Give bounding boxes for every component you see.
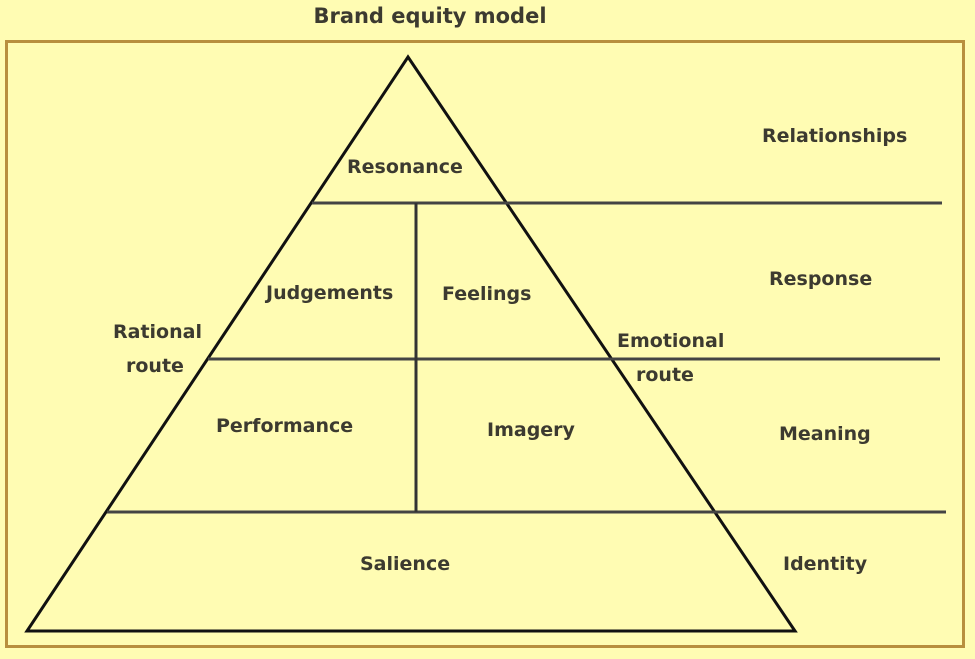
diagram-frame [5, 40, 965, 648]
level-relationships: Relationships [762, 125, 908, 147]
rational-route-line2: route [126, 355, 184, 377]
diagram-title: Brand equity model [313, 4, 547, 28]
block-salience: Salience [360, 553, 451, 575]
level-identity: Identity [783, 553, 868, 575]
level-meaning: Meaning [779, 423, 871, 445]
block-feelings: Feelings [442, 283, 532, 305]
emotional-route-line1: Emotional [617, 330, 725, 352]
emotional-route-line2: route [636, 364, 694, 386]
level-response: Response [769, 268, 873, 290]
block-performance: Performance [216, 415, 354, 437]
block-imagery: Imagery [487, 419, 575, 441]
rational-route-line1: Rational [113, 321, 202, 343]
pyramid-outline [24, 54, 798, 633]
block-judgements: Judgements [266, 282, 394, 304]
block-resonance: Resonance [347, 156, 463, 178]
